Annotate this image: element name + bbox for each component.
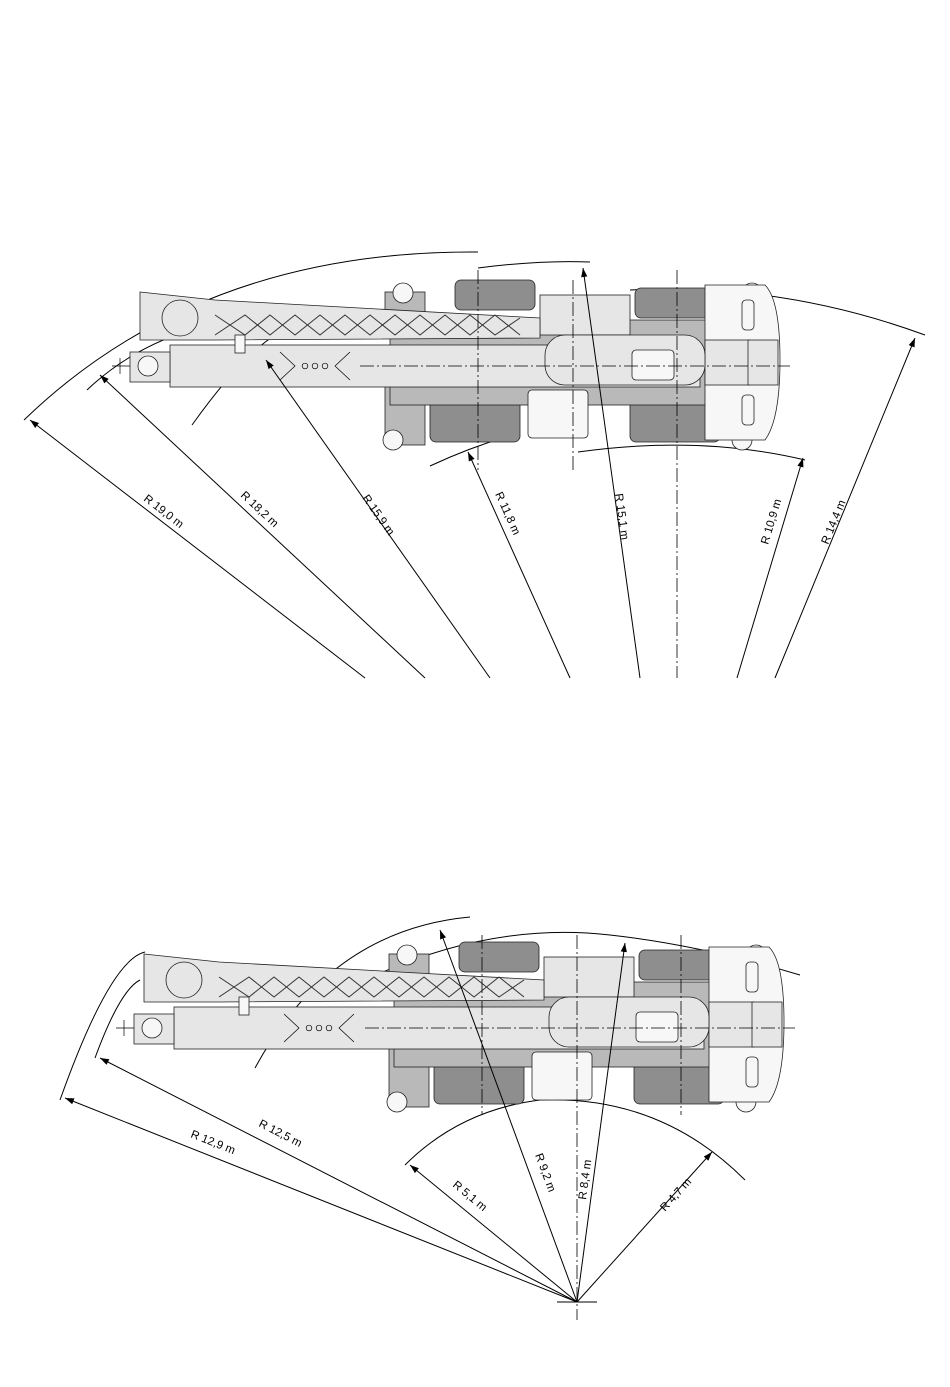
radius-line-r18-2 (100, 375, 425, 678)
radius-label: R 14,4 m (820, 498, 849, 546)
radius-label: R 4,7 m (658, 1176, 694, 1214)
arc-r5-1-r4-7 (405, 1100, 745, 1180)
radius-line-r10-9 (737, 458, 803, 678)
arc-r10-9 (578, 445, 805, 460)
radius-label: R 10,9 m (759, 498, 784, 546)
radius-label: R 11,8 m (492, 490, 522, 537)
radius-line-r11-8 (468, 452, 570, 678)
radius-line-r12-9 (65, 1098, 577, 1302)
arc-r12-9 (60, 952, 145, 1100)
radius-label: R 15,1 m (612, 493, 630, 541)
top-diagram: R 19,0 m R 18,2 m R 15,9 m R 11,8 m R 15… (24, 252, 925, 678)
radius-label: R 5,1 m (450, 1179, 489, 1214)
radius-label: R 9,2 m (532, 1152, 557, 1194)
radius-line-r4-7 (577, 1152, 712, 1302)
radius-label: R 12,5 m (257, 1118, 304, 1150)
bottom-diagram: R 12,9 m R 12,5 m R 5,1 m R 9,2 m R 8,4 … (60, 917, 800, 1320)
arc-r12-5 (95, 980, 140, 1058)
crane-plan-top (112, 280, 780, 450)
radius-label: R 15,9 m (360, 493, 397, 538)
radius-label: R 19,0 m (141, 493, 185, 531)
arc-r15-1 (478, 262, 590, 268)
radius-label: R 12,9 m (189, 1129, 237, 1157)
radius-line-r19 (30, 420, 365, 678)
crane-plan-bottom (116, 942, 784, 1112)
